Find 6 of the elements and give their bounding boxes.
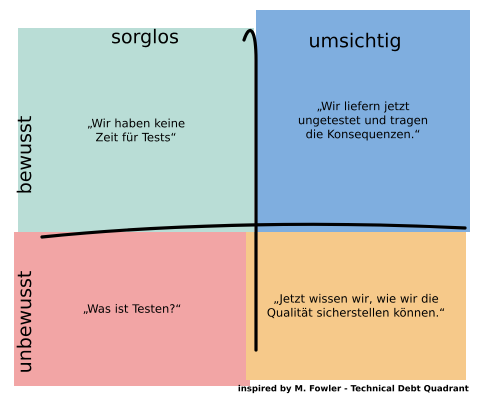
axis-label: bewusst <box>16 116 32 193</box>
axis-label: sorglos <box>112 28 178 48</box>
axis-label: umsichtig <box>310 32 400 52</box>
caption: inspired by M. Fowler - Technical Debt Quadrant <box>238 384 469 394</box>
axis-label: unbewusst <box>16 271 32 372</box>
quadrant-patch: „Jetzt wissen wir, wie wir die Qualität sicherstellen können.“ <box>246 232 466 380</box>
